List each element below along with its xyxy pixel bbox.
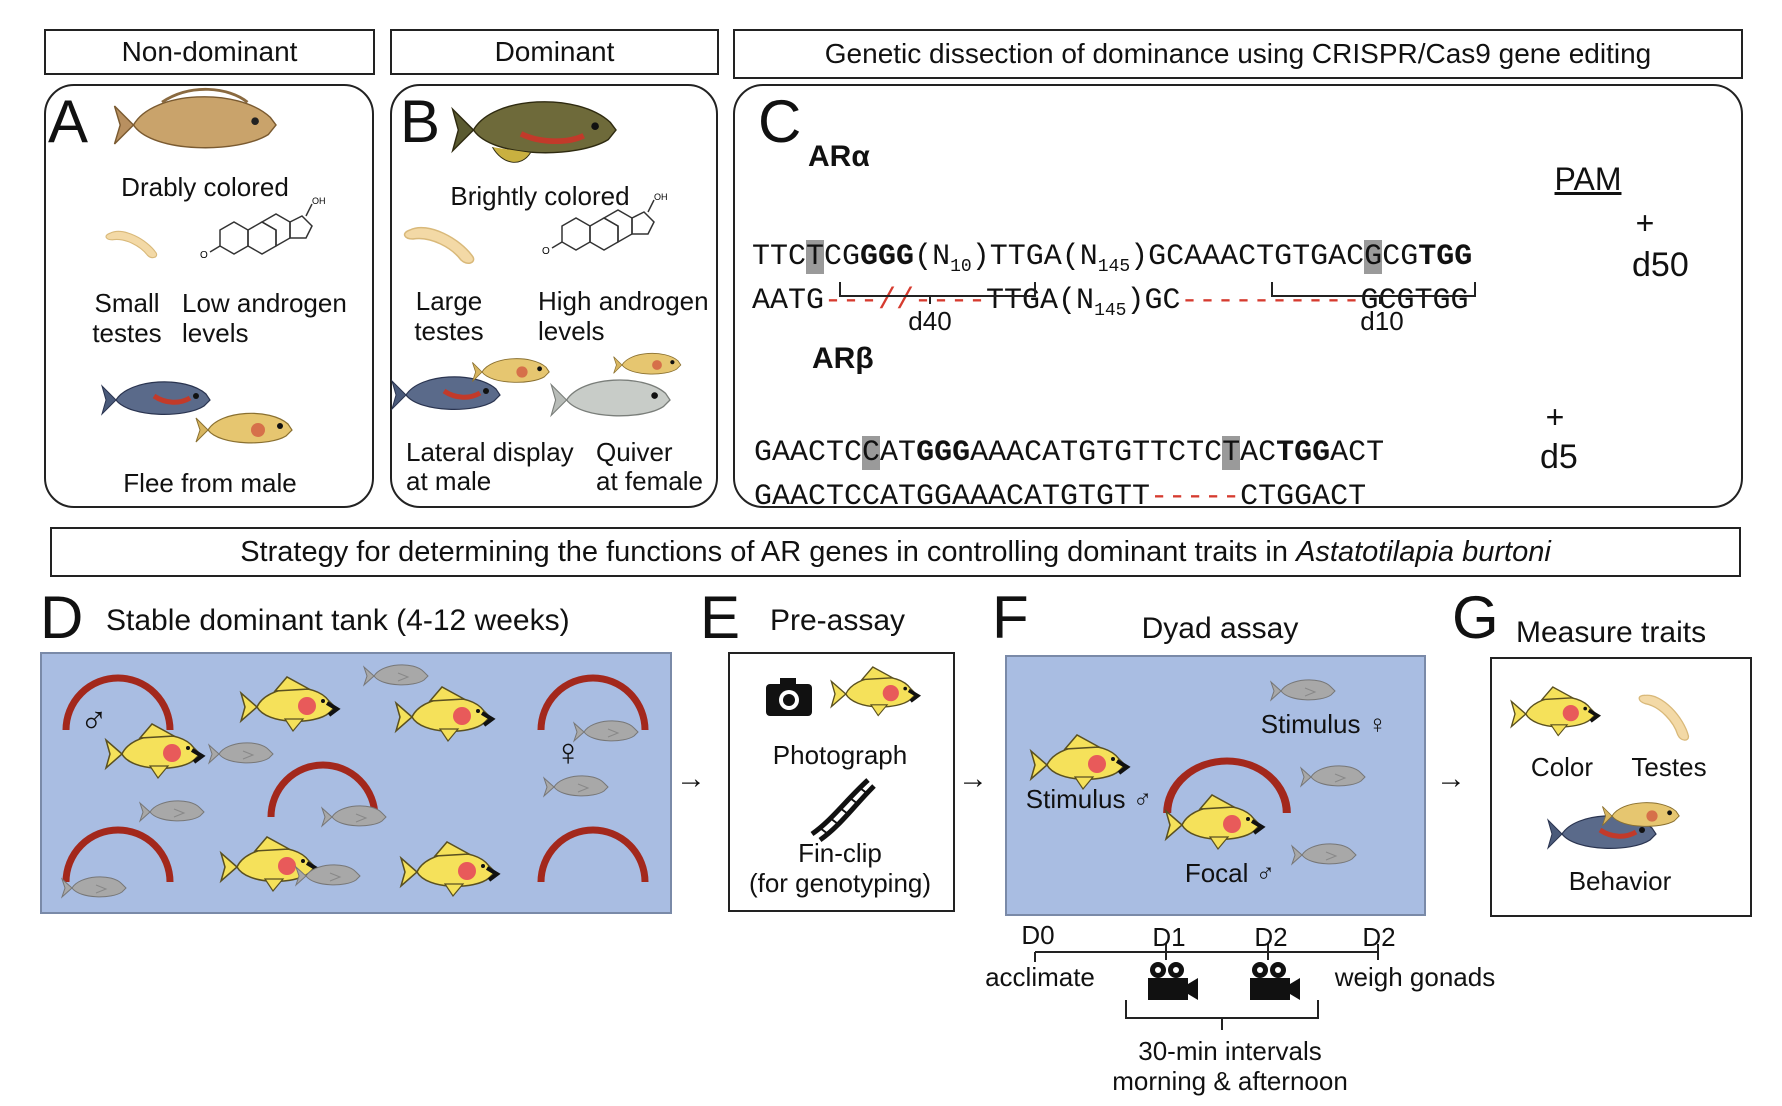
androgen-structure-icon: [199, 195, 327, 262]
ar-beta-mutant-marker: d5: [1540, 438, 1578, 476]
panel-a-drably: Drably colored: [121, 172, 289, 202]
panel-b-quiver-1: Quiver: [596, 437, 673, 467]
d40-label: d40: [908, 306, 952, 336]
stimulus-male-label: Stimulus ♂: [1025, 784, 1153, 814]
header-crispr-label: Genetic dissection of dominance using CR…: [824, 38, 1652, 69]
large-testes-icon: [403, 226, 475, 265]
panel-e-label: E: [700, 584, 741, 651]
ar-alpha-wild-type-marker: +: [1635, 205, 1655, 241]
panel-a-small-testes-2: testes: [92, 318, 162, 348]
dominant-tank-contents: [40, 652, 41, 653]
tank-female-symbol: ♀: [553, 732, 583, 774]
header-non-dominant-label: Non-dominant: [121, 36, 298, 67]
d10-label: d10: [1360, 306, 1404, 336]
ar-alpha-wild-type-sequence: TTCTCGGGG(N10)TTGA(N145)GCAAACTGTGACGCGT…: [752, 240, 1473, 277]
header-dominant-label: Dominant: [494, 36, 615, 67]
panel-g-title: Measure traits: [1516, 616, 1707, 649]
quiver-fish-icon: [550, 379, 671, 417]
panel-e-title: Pre-assay: [770, 604, 906, 637]
stimulus-female-label: Stimulus ♀: [1260, 709, 1388, 739]
ar-beta-wild-type-sequence: GAACTCCATGGGAAACATGTGTTCTCTACTGGACT: [754, 436, 1385, 470]
camera-icon: [766, 678, 812, 716]
finclip-label-2: (for genotyping): [748, 868, 932, 898]
color-fish-icon: [1509, 685, 1600, 738]
panel-b-brightly: Brightly colored: [450, 181, 630, 211]
panel-b-high-androgen-2: levels: [538, 316, 605, 346]
panel-a-low-androgen-2: levels: [182, 318, 249, 348]
weigh-gonads-label: weigh gonads: [1334, 962, 1496, 992]
header-strategy: Strategy for determining the functions o…: [50, 527, 1741, 577]
panel-b-large-testes-2: testes: [414, 316, 484, 346]
panel-b-label: B: [400, 88, 441, 155]
ar-beta-mutant-sequence: GAACTCCATGGAAACATGTGTT-----CTGGACT: [754, 480, 1367, 514]
timeline-d1: D1: [1152, 922, 1186, 952]
panel-a: [44, 84, 374, 508]
flee-fish-blue-icon: [160, 400, 161, 401]
bright-fish-icon: [540, 130, 541, 131]
arrow-f-to-g-icon: →: [1436, 762, 1466, 795]
panel-d-title: Stable dominant tank (4-12 weeks): [106, 604, 570, 637]
ar-alpha-label: ARα: [808, 140, 870, 173]
panel-d-label: D: [40, 584, 84, 651]
dna-icon: [810, 778, 876, 843]
flee-fish-yellow-icon: [195, 412, 293, 444]
finclip-label-1: Fin-clip: [798, 838, 882, 868]
panel-b-high-androgen-1: High androgen: [538, 286, 709, 316]
timeline-d2-a: D2: [1254, 922, 1288, 952]
drab-fish-icon: [113, 87, 278, 150]
pam-label: PAM: [1554, 161, 1622, 197]
dyad-timeline: [1034, 944, 1379, 1030]
header-dominant: Dominant: [390, 29, 719, 75]
panel-f-title: Dyad assay: [1141, 612, 1299, 645]
arrow-e-to-f-icon: →: [958, 762, 988, 795]
focal-male-label: Focal ♂: [1184, 858, 1276, 888]
dyad-tank-contents: [1029, 679, 1366, 865]
panel-a-label: A: [48, 88, 89, 155]
header-strategy-species: Astatotilapia burtoni: [1296, 535, 1551, 568]
ar-alpha-mutant-sequence: AATG---//----TTGA(N145)GC----------GCGTG…: [752, 284, 1469, 321]
panel-g-label: G: [1452, 584, 1499, 651]
testes-label: Testes: [1631, 752, 1707, 782]
acclimate-label: acclimate: [985, 962, 1095, 992]
testes-icon: [1630, 691, 1699, 742]
timeline-d0: D0: [1021, 920, 1055, 950]
panel-b-quiver-2: at female: [596, 466, 703, 496]
photograph-label: Photograph: [772, 740, 908, 770]
behavior-label: Behavior: [1568, 866, 1672, 896]
measure-traits-box: [1490, 657, 1752, 917]
behavior-fish-2-icon: [1601, 802, 1680, 827]
panel-b-lateral-2: at male: [406, 466, 492, 496]
ar-alpha-mutant-marker: d50: [1632, 246, 1689, 284]
d40-bracket: [839, 282, 1476, 304]
panel-b: [390, 84, 718, 508]
lateral-display-fish-2-icon: [471, 358, 550, 383]
pre-assay-fish-icon: [829, 665, 920, 718]
high-androgen-structure-icon: [541, 191, 669, 258]
dyad-tank: [1005, 655, 1426, 916]
panel-b-large-testes-1: Large: [415, 286, 483, 316]
intervals-label-2: morning & afternoon: [1112, 1066, 1348, 1096]
header-non-dominant: Non-dominant: [44, 29, 375, 75]
color-label: Color: [1530, 752, 1594, 782]
video-camera-icon: [1148, 962, 1198, 1000]
small-testes-icon: [105, 230, 158, 259]
panel-a-small-testes-1: Small: [94, 288, 160, 318]
panel-a-flee: Flee from male: [123, 468, 297, 498]
ar-beta-label: ARβ: [812, 342, 874, 375]
header-crispr: Genetic dissection of dominance using CR…: [733, 29, 1743, 79]
intervals-label-1: 30-min intervals: [1138, 1036, 1322, 1066]
lateral-display-fish-icon: [450, 395, 451, 396]
quiver-fish-2-icon: [613, 352, 682, 375]
timeline-d2-b: D2: [1362, 922, 1396, 952]
panel-c-label: C: [758, 88, 802, 155]
panel-f-label: F: [992, 584, 1029, 651]
tank-male-symbol: ♂: [79, 700, 109, 742]
panel-a-low-androgen-1: Low androgen: [182, 288, 347, 318]
panel-b-lateral-1: Lateral display: [406, 437, 574, 467]
behavior-fish-icon: [1606, 834, 1607, 835]
header-strategy-label: Strategy for determining the functions o…: [240, 535, 1297, 568]
arrow-d-to-e-icon: →: [676, 762, 706, 795]
ar-beta-wild-type-marker: +: [1545, 399, 1565, 435]
video-camera-2-icon: [1250, 962, 1300, 1000]
